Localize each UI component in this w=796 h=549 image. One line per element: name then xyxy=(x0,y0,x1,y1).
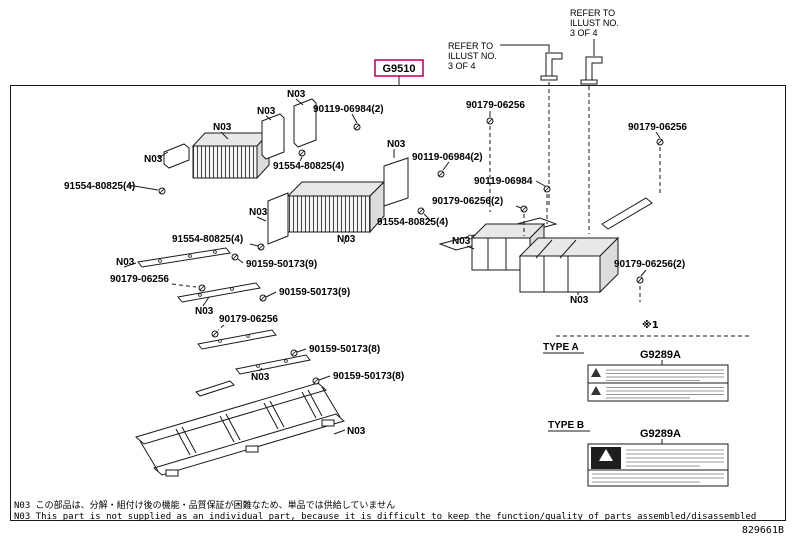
refer-note-line: ILLUST NO. xyxy=(570,18,619,28)
part-label: 90159-50173(9) xyxy=(246,259,317,270)
type-section: ※1 TYPE A G9289A TYPE B G9289A xyxy=(543,319,750,487)
part-label: N03 xyxy=(251,372,270,383)
warning-triangle-icon xyxy=(591,368,601,377)
refer-note-line: 3 OF 4 xyxy=(448,61,476,71)
highlighted-part-callout[interactable]: G9510 xyxy=(374,59,424,85)
part-label: 91554-80825(4) xyxy=(377,217,448,228)
footnote-jp: N03 この部品は、分解・組付け後の機能・品質保証が困難なため、単品では供給して… xyxy=(14,499,395,511)
part-label: 90179-06256(2) xyxy=(432,196,503,207)
part-label: 90179-06256(2) xyxy=(614,259,685,270)
caution-plate-a xyxy=(587,364,729,402)
part-label: N03 xyxy=(287,89,306,100)
refer-leader xyxy=(500,44,550,52)
type-b-block: TYPE B G9289A xyxy=(548,420,729,487)
part-label: 90159-50173(8) xyxy=(309,344,380,355)
battery-box-2 xyxy=(518,236,620,294)
ref-mark: ※1 xyxy=(642,319,659,331)
part-label: N03 xyxy=(337,234,356,245)
part-label: 90179-06256 xyxy=(110,274,169,285)
footnote-en: N03 This part is not supplied as an indi… xyxy=(14,512,756,522)
refer-note-line: REFER TO xyxy=(570,8,615,18)
refer-note-mid: REFER TO ILLUST NO. 3 OF 4 xyxy=(448,41,550,71)
part-label: N03 xyxy=(144,154,163,165)
refer-note-line: 3 OF 4 xyxy=(570,28,598,38)
part-label: N03 xyxy=(347,426,366,437)
part-label: N03 xyxy=(249,207,268,218)
refer-note-line: ILLUST NO. xyxy=(448,51,497,61)
part-label: 91554-80825(4) xyxy=(64,181,135,192)
mounting-brackets-top xyxy=(261,98,317,160)
clamp-bracket-1 xyxy=(540,52,563,81)
part-label: 90179-06256 xyxy=(219,314,278,325)
end-plate xyxy=(267,192,289,245)
clamp-bracket-2 xyxy=(580,56,603,85)
mounting-rails xyxy=(137,247,311,375)
part-label: N03 xyxy=(570,295,589,306)
part-label: 90119-06984(2) xyxy=(313,104,384,115)
part-label: N03 xyxy=(257,106,276,117)
end-plate xyxy=(163,143,190,169)
part-label: 90179-06256 xyxy=(466,100,525,111)
type-b-code: G9289A xyxy=(640,428,681,440)
end-plate xyxy=(383,157,409,207)
refer-note-top: REFER TO ILLUST NO. 3 OF 4 xyxy=(570,8,619,56)
part-label: N03 xyxy=(116,257,135,268)
warning-triangle-icon xyxy=(599,449,613,461)
side-strip xyxy=(601,197,653,230)
leader-lines xyxy=(123,98,661,435)
part-label: 91554-80825(4) xyxy=(273,161,344,172)
battery-fin-module-1 xyxy=(163,131,271,180)
refer-note-line: REFER TO xyxy=(448,41,493,51)
battery-pack-assembly xyxy=(438,197,653,294)
type-a-label: TYPE A xyxy=(543,342,579,353)
part-label: 90119-06984(2) xyxy=(412,152,483,163)
type-a-block: TYPE A G9289A xyxy=(543,342,729,402)
highlighted-part-code: G9510 xyxy=(382,63,415,75)
part-label: 90119-06984 xyxy=(474,176,533,187)
part-label: 90159-50173(8) xyxy=(333,371,404,382)
battery-fin-module-2 xyxy=(267,157,409,245)
part-label: N03 xyxy=(195,306,214,317)
part-label: N03 xyxy=(387,139,406,150)
type-a-code: G9289A xyxy=(640,349,681,361)
part-label: 90179-06256 xyxy=(628,122,687,133)
part-label: N03 xyxy=(452,236,471,247)
warning-triangle-icon xyxy=(591,386,601,395)
type-b-label: TYPE B xyxy=(548,420,584,431)
part-label: 91554-80825(4) xyxy=(172,234,243,245)
document-number: 829661B xyxy=(742,525,784,536)
part-label: N03 xyxy=(213,122,232,133)
dashed-lines xyxy=(171,126,661,331)
caution-plate-b xyxy=(587,443,729,487)
clamp-center-lines xyxy=(548,82,590,234)
carrier-frame xyxy=(134,380,346,477)
part-label: 90159-50173(9) xyxy=(279,287,350,298)
part-labels: N0390119-06984(2)N03N03N0391554-80825(4)… xyxy=(64,89,687,437)
